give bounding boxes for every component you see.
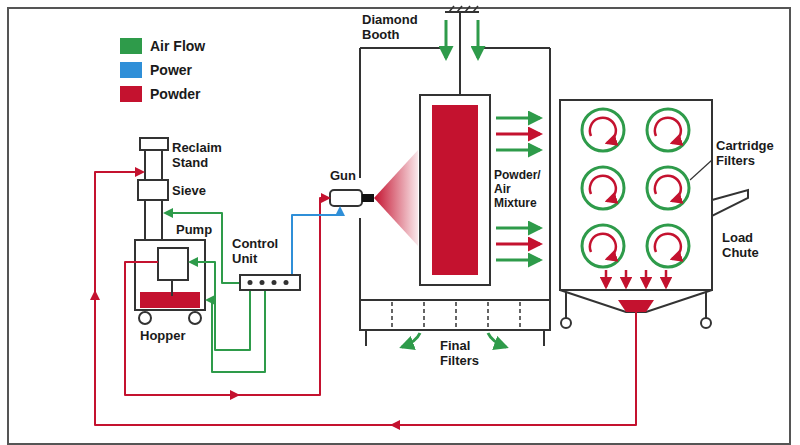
hopper-wheel bbox=[139, 312, 151, 324]
booth-wall bbox=[359, 218, 361, 300]
exhaust-arrow bbox=[402, 333, 420, 347]
flow-arrow bbox=[94, 292, 96, 300]
frame-border bbox=[8, 8, 790, 444]
falling-powder bbox=[625, 270, 628, 287]
part-label: Diamond Booth bbox=[362, 12, 426, 42]
legend-swatch bbox=[120, 38, 142, 54]
cartridge-filter bbox=[582, 167, 624, 209]
legend-label: Power bbox=[150, 62, 192, 78]
part-label: Sieve bbox=[172, 183, 206, 198]
exhaust-arrow bbox=[488, 333, 506, 347]
hopper-powder bbox=[140, 292, 200, 308]
pump-pipe bbox=[171, 280, 173, 296]
stand-cap bbox=[140, 138, 168, 150]
air-line bbox=[190, 262, 250, 350]
mixture-arrow bbox=[496, 227, 540, 230]
part-label: Powder/ Air Mixture bbox=[494, 168, 548, 210]
swirl-arrow bbox=[590, 234, 616, 259]
cartridge-filter bbox=[582, 109, 624, 151]
mixture-arrow bbox=[496, 243, 540, 246]
pump-box bbox=[158, 248, 188, 280]
swirl-arrow bbox=[590, 118, 616, 143]
booth-leg bbox=[365, 330, 367, 346]
power-line bbox=[292, 208, 340, 274]
falling-powder bbox=[665, 270, 668, 287]
caster-wheel bbox=[701, 318, 711, 328]
swirl-arrow bbox=[655, 118, 681, 143]
flow-arrow bbox=[392, 424, 400, 426]
part-label: Hopper bbox=[140, 328, 186, 343]
control-knob bbox=[284, 280, 289, 285]
cartridge-filter bbox=[647, 167, 689, 209]
legend-label: Air Flow bbox=[150, 38, 205, 54]
ceiling-hatch bbox=[465, 6, 470, 12]
hopper-body bbox=[135, 240, 205, 310]
mixture-arrow bbox=[496, 149, 540, 152]
part-label: Load Chute bbox=[722, 230, 782, 260]
air-line bbox=[207, 291, 265, 372]
powder-return-line bbox=[95, 172, 636, 425]
legend-swatch bbox=[120, 86, 142, 102]
leader-line bbox=[690, 160, 712, 180]
booth-leg bbox=[543, 330, 545, 346]
collector-funnel bbox=[560, 290, 712, 312]
cartridge-filter bbox=[647, 225, 689, 267]
mixture-arrow bbox=[496, 133, 540, 136]
part-frame bbox=[420, 95, 490, 285]
part-label: Control Unit bbox=[232, 236, 288, 266]
hanger-rod bbox=[459, 12, 461, 95]
booth-wall bbox=[359, 48, 361, 178]
filter-slot bbox=[423, 302, 425, 328]
filter-slot bbox=[391, 302, 393, 328]
flow-arrow bbox=[230, 394, 238, 396]
falling-powder bbox=[605, 270, 608, 287]
collector-leg bbox=[565, 292, 567, 318]
legend-swatch bbox=[120, 62, 142, 78]
powder-feed-line bbox=[125, 198, 329, 395]
powder-spray bbox=[374, 150, 418, 246]
ceiling-hatch bbox=[449, 6, 454, 12]
booth-roof bbox=[360, 47, 440, 49]
gun-nozzle bbox=[362, 194, 374, 202]
air-arrow bbox=[445, 20, 448, 58]
part-label: Final Filters bbox=[440, 338, 500, 368]
coated-part bbox=[432, 105, 478, 275]
control-unit-box bbox=[240, 275, 300, 290]
legend-label: Powder bbox=[150, 86, 201, 102]
control-knob bbox=[272, 280, 277, 285]
part-label: Pump bbox=[176, 222, 212, 237]
part-label: Cartridge Filters bbox=[716, 138, 788, 168]
ceiling-hatch bbox=[473, 6, 478, 12]
filter-slot bbox=[519, 302, 521, 328]
swirl-arrow bbox=[655, 176, 681, 201]
hopper-wheel bbox=[189, 312, 201, 324]
final-filter-panel bbox=[360, 300, 550, 330]
filter-slot bbox=[487, 302, 489, 328]
booth-wall bbox=[549, 48, 551, 300]
gun-body bbox=[330, 190, 362, 206]
sieve-box bbox=[138, 180, 168, 200]
cartridge-filter bbox=[647, 109, 689, 151]
filter-slot bbox=[455, 302, 457, 328]
mixture-arrow bbox=[496, 117, 540, 120]
part-label: Gun bbox=[330, 168, 356, 183]
air-line bbox=[165, 213, 239, 283]
control-knob bbox=[260, 280, 265, 285]
cartridge-filter bbox=[582, 225, 624, 267]
booth-roof bbox=[484, 47, 550, 49]
control-knob bbox=[248, 280, 253, 285]
falling-powder bbox=[645, 270, 648, 287]
filter-housing bbox=[560, 100, 712, 290]
mixture-arrow bbox=[496, 259, 540, 262]
swirl-arrow bbox=[655, 234, 681, 259]
caster-wheel bbox=[561, 318, 571, 328]
collected-powder bbox=[618, 300, 654, 312]
swirl-arrow bbox=[590, 176, 616, 201]
load-chute bbox=[712, 190, 748, 216]
part-label: Reclaim Stand bbox=[172, 140, 236, 170]
ceiling-hatch bbox=[457, 6, 462, 12]
collector-leg bbox=[705, 292, 707, 318]
air-arrow bbox=[477, 20, 480, 58]
